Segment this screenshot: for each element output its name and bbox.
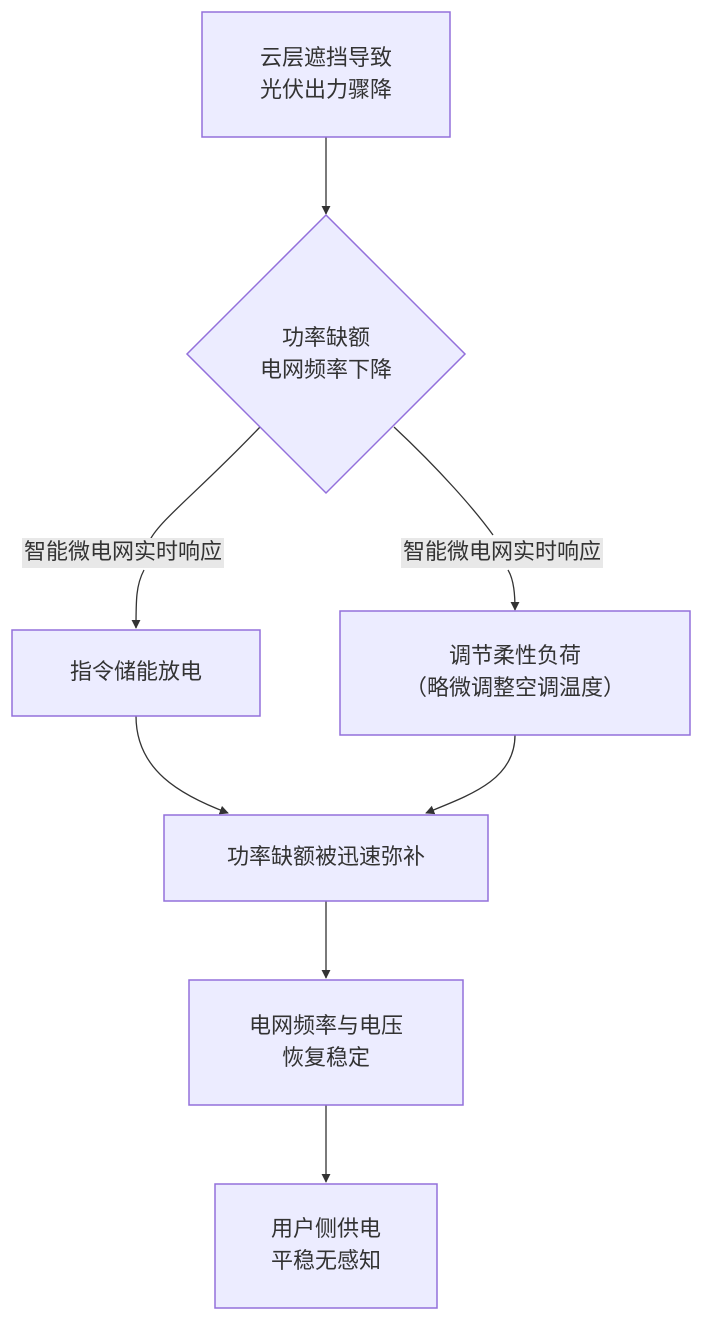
edge-storage-to-compensated <box>135 715 229 815</box>
node-compensated-box <box>163 814 489 902</box>
node-compensated-label: 功率缺额被迅速弥补 <box>226 845 425 871</box>
node-cloud-label: 云层遮挡导致 光伏出力骤降 <box>202 12 450 137</box>
node-user-line1: 用户侧供电 <box>270 1217 381 1243</box>
node-user-label: 用户侧供电 平稳无感知 <box>215 1184 437 1308</box>
node-deficit-line1: 功率缺额 <box>281 326 370 352</box>
node-flexload-line1: 调节柔性负荷 <box>448 644 581 670</box>
node-deficit-label: 功率缺额 电网频率下降 <box>220 300 432 410</box>
node-stable-line2: 恢复稳定 <box>281 1045 370 1071</box>
node-deficit-diamond <box>185 213 467 495</box>
edge-deficit-to-flexload <box>393 426 515 610</box>
node-flexload-box <box>339 610 691 736</box>
node-storage-label: 指令储能放电 <box>69 660 202 686</box>
edge-label-left: 智能微电网实时响应 <box>22 538 225 568</box>
edge-deficit-to-storage <box>136 426 261 628</box>
node-flexload-label: 调节柔性负荷 （略微调整空调温度） <box>340 611 690 735</box>
node-flexload-line2: （略微调整空调温度） <box>404 676 625 701</box>
node-deficit-line2: 电网频率下降 <box>259 358 392 383</box>
node-cloud-line2: 光伏出力骤降 <box>259 77 392 103</box>
node-stable-line1: 电网频率与电压 <box>248 1013 403 1039</box>
node-stable-label: 电网频率与电压 恢复稳定 <box>189 980 463 1105</box>
node-stable-box <box>188 979 464 1106</box>
edge-label-right: 智能微电网实时响应 <box>401 538 604 568</box>
node-user-line2: 平稳无感知 <box>270 1249 381 1274</box>
node-cloud-box <box>201 11 451 138</box>
node-user-box <box>214 1183 438 1309</box>
edge-flexload-to-compensated <box>425 734 516 815</box>
node-cloud-line1: 云层遮挡导致 <box>259 45 392 71</box>
node-storage-box <box>11 629 261 717</box>
